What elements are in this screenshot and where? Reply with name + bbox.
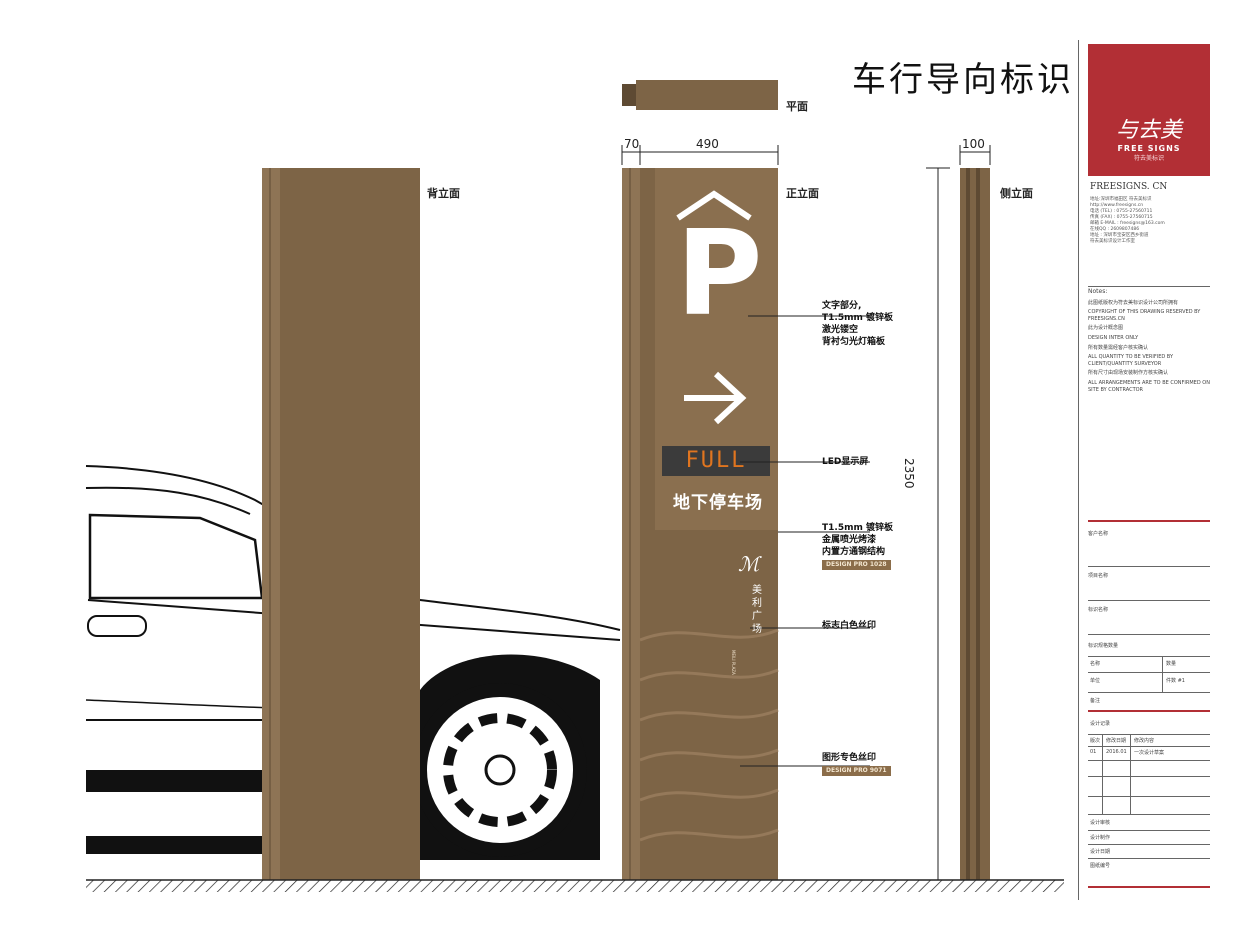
parking-label: 地下停车场 xyxy=(673,493,763,513)
form-remarks: 备注 xyxy=(1090,698,1101,704)
callout-logo: 标志白色丝印 xyxy=(822,621,877,631)
form-drawing-no: 图纸编号 xyxy=(1090,863,1111,869)
dim-70: 70 xyxy=(624,137,640,151)
led-text: FULL xyxy=(685,448,747,473)
elevation-drawing xyxy=(85,80,1064,892)
label-side: 侧立面 xyxy=(1000,187,1033,200)
panel-divider xyxy=(1078,40,1079,900)
ground-hatch xyxy=(86,880,1064,892)
car-wheel xyxy=(413,683,587,857)
logo-en: FREE SIGNS xyxy=(1117,144,1181,153)
label-front: 正立面 xyxy=(786,187,819,200)
dim-100: 100 xyxy=(962,137,985,151)
form-unit-value: 件数 #1 xyxy=(1166,678,1185,684)
callout-pattern-tag: DESIGN PRO 9071 xyxy=(822,766,891,776)
form-qty-label: 数量 xyxy=(1166,661,1177,667)
led-display xyxy=(662,446,770,476)
company-contact: 地址:深圳市福田区 符去美标识 http://www.freesigns.cn … xyxy=(1090,197,1165,244)
form-spec: 标识规格数量 xyxy=(1088,643,1119,649)
callout-pattern: 图形专色丝印 DESIGN PRO 9071 xyxy=(822,752,891,776)
parking-caret-icon xyxy=(676,190,752,221)
dimension-lines xyxy=(621,145,991,881)
parking-symbol: P xyxy=(676,204,763,342)
brand-name: 美利广场 xyxy=(752,585,762,635)
form-item: 标识名称 xyxy=(1088,607,1109,613)
front-side-strip xyxy=(622,168,640,880)
back-elevation xyxy=(262,168,420,880)
company-logo: 与去美 FREE SIGNS 符去美标识 xyxy=(1088,44,1210,176)
page-title: 车行导向标识 xyxy=(852,60,1074,100)
form-name-label: 名称 xyxy=(1090,661,1101,667)
plan-view xyxy=(622,80,778,110)
brand-logo-icon: ℳ xyxy=(738,552,760,576)
arrow-right-icon xyxy=(684,371,747,425)
callout-leaders xyxy=(740,315,870,767)
form-project: 项目名称 xyxy=(1088,573,1109,579)
label-plan: 平面 xyxy=(786,100,808,113)
company-site: FREESIGNS. CN xyxy=(1090,182,1168,192)
dim-2350: 2350 xyxy=(902,458,916,489)
dim-490: 490 xyxy=(696,137,719,151)
brand-en: MEILI PLAZA xyxy=(731,650,736,675)
notes: Notes: 此图纸版权为符去美标识设计公司所拥有 COPYRIGHT OF T… xyxy=(1088,288,1210,393)
label-back: 背立面 xyxy=(427,187,460,200)
callout-body: T1.5mm 镀锌板 金属喷光烤漆 内置方通钢结构 DESIGN PRO 102… xyxy=(822,523,893,570)
callout-text-part: 文字部分, T1.5mm 镀锌板 激光镂空 背衬匀光灯箱板 xyxy=(822,301,893,347)
form-design-record: 设计记录 xyxy=(1090,721,1111,727)
side-elevation xyxy=(960,168,990,880)
form-date: 设计日期 xyxy=(1090,849,1111,855)
form-client: 客户名称 xyxy=(1088,531,1109,537)
callout-body-tag: DESIGN PRO 1028 xyxy=(822,560,891,570)
logo-cn: 符去美标识 xyxy=(1133,155,1164,162)
callout-led: LED显示屏 xyxy=(822,457,869,467)
logo-mark: 与去美 xyxy=(1115,118,1182,143)
form-unit-label: 单位 xyxy=(1090,678,1101,684)
form-designer: 设计制作 xyxy=(1090,835,1111,841)
form-reviewer: 设计审核 xyxy=(1090,820,1111,826)
